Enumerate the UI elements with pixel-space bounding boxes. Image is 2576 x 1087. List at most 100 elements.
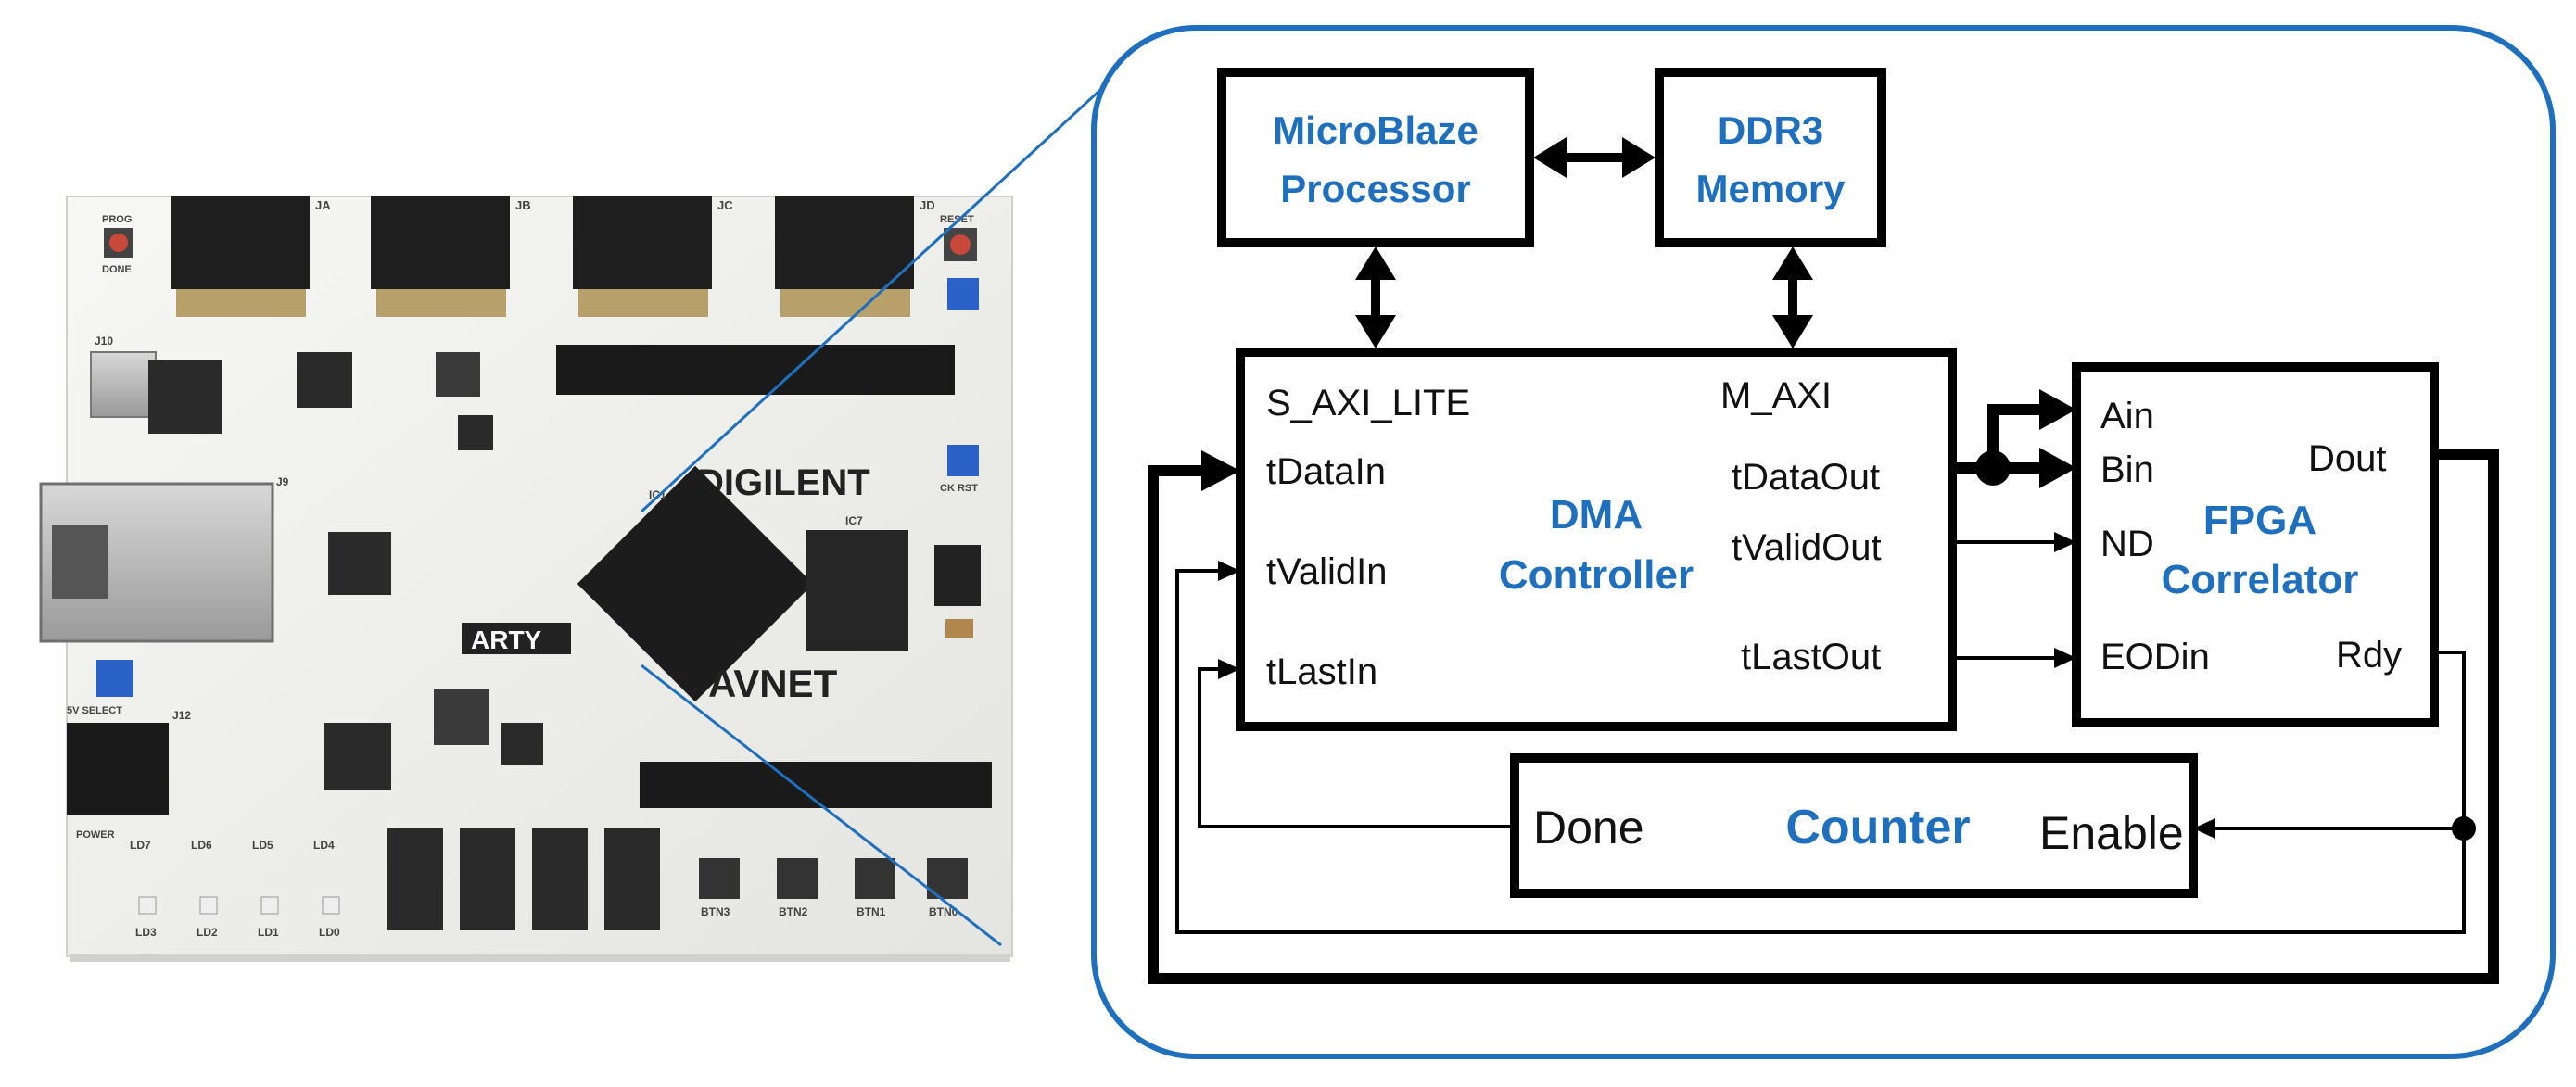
wire-dout-to-tdatain <box>1148 449 2499 984</box>
label-j12: J12 <box>172 709 191 722</box>
link-microblaze-dma <box>1355 246 1396 348</box>
label-jb: JB <box>515 198 531 212</box>
switch-sw1 <box>532 828 588 930</box>
wire-tdataout-to-ain-bin <box>1952 389 2076 488</box>
label-ck-rst: CK RST <box>940 483 978 494</box>
port-done: Done <box>1533 802 1644 853</box>
switch-sw2 <box>460 828 515 930</box>
label-reset: RESET <box>940 214 974 225</box>
label-jc: JC <box>717 198 733 212</box>
label-ja: JA <box>315 198 331 212</box>
port-s-axi-lite: S_AXI_LITE <box>1266 383 1470 423</box>
ddr3-title-line1: DDR3 <box>1718 108 1823 152</box>
label-btn0: BTN0 <box>929 905 958 918</box>
ddr3-chip <box>806 530 908 651</box>
prog-button-cap <box>109 234 128 252</box>
fpga-chip <box>577 465 814 702</box>
link-ddr3-dma <box>1772 246 1813 348</box>
led-ld3 <box>138 896 157 915</box>
label-ld0: LD0 <box>319 926 340 939</box>
label-power: POWER <box>76 829 115 841</box>
led-ld2 <box>199 896 218 915</box>
button-bank <box>699 858 968 899</box>
switch-sw3 <box>387 828 443 930</box>
port-enable: Enable <box>2039 807 2184 859</box>
port-tdatain: tDataIn <box>1266 451 1386 492</box>
reset-button-cap <box>950 234 971 255</box>
pmod-jd <box>775 196 914 317</box>
inductor-l1 <box>434 689 489 745</box>
microblaze-block: MicroBlaze Processor <box>1217 68 1534 247</box>
ic-phy <box>328 532 391 595</box>
barrel-jack <box>67 723 169 815</box>
label-jd: JD <box>920 198 935 212</box>
counter-title: Counter <box>1785 801 1970 854</box>
ic-power-2 <box>501 723 543 765</box>
dma-title-line2: Controller <box>1499 552 1694 598</box>
arty-logo-box <box>462 623 571 654</box>
block-diagram: MicroBlaze Processor DDR3 Memory <box>1091 25 2556 1059</box>
pmod-ja <box>171 196 310 317</box>
jumper-mode <box>947 278 979 310</box>
button-btn1 <box>855 858 895 899</box>
label-prog: PROG <box>102 214 132 225</box>
label-btn1: BTN1 <box>857 905 886 918</box>
arty-logo: ARTY <box>471 626 542 654</box>
label-ld6: LD6 <box>191 839 212 852</box>
correlator-title-line1: FPGA <box>2203 498 2316 543</box>
label-ld3: LD3 <box>135 926 157 939</box>
ethernet-port-opening <box>52 525 108 599</box>
dma-controller-block: DMA Controller S_AXI_LITE M_AXI tDataIn … <box>1236 348 1957 731</box>
switch-bank <box>387 828 660 930</box>
port-tvalidin: tValidIn <box>1266 551 1387 592</box>
microblaze-title-line1: MicroBlaze <box>1273 108 1478 152</box>
port-rdy: Rdy <box>2336 635 2402 676</box>
ic-power-1 <box>324 723 391 790</box>
port-m-axi: M_AXI <box>1720 375 1832 416</box>
pmod-jc <box>573 196 712 317</box>
label-ld4: LD4 <box>313 839 335 852</box>
port-nd: ND <box>2100 524 2154 564</box>
label-btn3: BTN3 <box>701 905 730 918</box>
jumper-ck-rst <box>947 445 979 476</box>
inductor-3r3 <box>436 352 480 397</box>
label-ld1: LD1 <box>258 926 279 939</box>
label-5v-select: 5V SELECT <box>67 705 122 716</box>
counter-block: Counter Done Enable <box>1510 753 2198 898</box>
ddr3-title-line2: Memory <box>1695 167 1846 210</box>
arty-board: JA JB JC JD PROG DONE RESET CK RST J10 J… <box>39 196 1013 962</box>
port-tlastout: tLastOut <box>1741 637 1881 677</box>
label-btn2: BTN2 <box>779 905 808 918</box>
arduino-header-top <box>556 345 955 395</box>
correlator-block: FPGA Correlator Ain Bin ND EODin Dout Rd… <box>2072 362 2439 727</box>
switch-sw0 <box>604 828 660 930</box>
port-ain: Ain <box>2100 396 2154 436</box>
port-tlastin: tLastIn <box>1266 651 1377 692</box>
port-bin: Bin <box>2100 449 2154 490</box>
port-tvalidout: tValidOut <box>1732 527 1882 568</box>
correlator-title-line2: Correlator <box>2162 557 2359 602</box>
led-ld0 <box>322 896 340 915</box>
callout-line-bottom <box>641 664 1002 947</box>
label-ld2: LD2 <box>197 926 218 939</box>
label-ld5: LD5 <box>252 839 273 852</box>
capacitor <box>945 619 973 638</box>
label-done: DONE <box>102 264 132 275</box>
ddr3-block: DDR3 Memory <box>1655 68 1886 247</box>
dma-title-line1: DMA <box>1550 492 1643 537</box>
wire-rdy-to-tvalidin-enable <box>1175 561 2476 934</box>
select-jumper <box>96 660 133 697</box>
label-ic7: IC7 <box>845 514 863 527</box>
ic-ftdi <box>148 360 222 434</box>
button-btn2 <box>777 858 818 899</box>
wire-done-to-tlastin <box>1198 659 1515 828</box>
port-tdataout: tDataOut <box>1732 457 1880 498</box>
label-ld7: LD7 <box>130 839 151 852</box>
port-eodin: EODin <box>2100 637 2210 677</box>
ic-3 <box>297 352 352 408</box>
avnet-logo: AVNET <box>708 662 838 705</box>
pmod-jb <box>371 196 510 317</box>
label-j9: J9 <box>276 475 289 488</box>
led-ld1 <box>260 896 279 915</box>
